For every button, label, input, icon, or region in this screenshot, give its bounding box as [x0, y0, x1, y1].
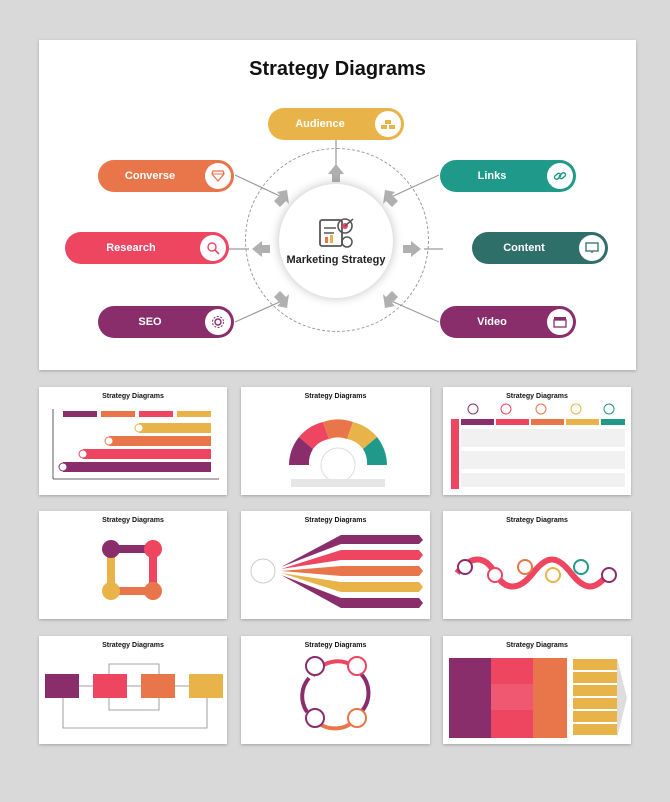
- cycle-square-diagram: [102, 540, 162, 600]
- flow-boxes-diagram: [45, 663, 223, 729]
- bar-arrows-diagram: [52, 409, 219, 480]
- pill-converse[interactable]: Converse: [98, 160, 234, 192]
- pill-label: Research: [106, 242, 156, 254]
- thumbnail-2[interactable]: Strategy Diagrams: [241, 387, 430, 495]
- gem-icon: [205, 163, 231, 189]
- circular-arrows-diagram: [300, 656, 371, 731]
- gold-bars-icon: [375, 111, 401, 137]
- process-table-diagram: [451, 403, 625, 489]
- main-slide[interactable]: Strategy Diagrams: [39, 40, 636, 370]
- dotted-ring: [245, 148, 429, 332]
- pill-label: Content: [503, 242, 545, 254]
- thumbnail-4[interactable]: Strategy Diagrams: [39, 511, 227, 619]
- magnifier-chart-icon: [200, 235, 226, 261]
- semicircle-diagram: [289, 419, 387, 487]
- pill-video[interactable]: Video: [440, 306, 576, 338]
- fan-arrows-diagram: [250, 535, 423, 608]
- thumbnail-1[interactable]: Strategy Diagrams: [39, 387, 227, 495]
- strategy-board-icon: [319, 217, 354, 248]
- link-icon: [547, 163, 573, 189]
- thumbnail-3[interactable]: Strategy Diagrams: [443, 387, 631, 495]
- thumbnail-title: Strategy Diagrams: [506, 517, 568, 524]
- thumbnail-title: Strategy Diagrams: [102, 642, 164, 649]
- thumbnail-title: Strategy Diagrams: [102, 517, 164, 524]
- pill-label: Audience: [295, 118, 345, 130]
- thumbnail-5[interactable]: Strategy Diagrams: [241, 511, 430, 619]
- pill-audience[interactable]: Audience: [268, 108, 404, 140]
- thumbnail-title: Strategy Diagrams: [304, 393, 367, 400]
- seo-gear-icon: [205, 309, 231, 335]
- pill-label: Converse: [124, 170, 176, 182]
- thumbnail-title: Strategy Diagrams: [506, 393, 568, 400]
- thumbnail-7[interactable]: Strategy Diagrams: [39, 636, 227, 744]
- pill-content[interactable]: Content: [472, 232, 608, 264]
- thumbnail-6[interactable]: Strategy Diagrams: [443, 511, 631, 619]
- pill-links[interactable]: Links: [440, 160, 576, 192]
- content-screen-icon: [579, 235, 605, 261]
- thumbnail-title: Strategy Diagrams: [304, 517, 367, 524]
- pill-research[interactable]: Research: [65, 232, 229, 264]
- thumbnail-title: Strategy Diagrams: [102, 393, 164, 400]
- pill-seo[interactable]: SEO: [98, 306, 234, 338]
- thumbnail-title: Strategy Diagrams: [304, 642, 367, 649]
- pill-label: Video: [477, 316, 507, 328]
- clapperboard-icon: [547, 309, 573, 335]
- wave-roadmap-diagram: [454, 556, 617, 590]
- pill-label: SEO: [138, 316, 162, 328]
- pill-label: Links: [477, 170, 507, 182]
- center-hub: Marketing Strategy: [279, 184, 393, 298]
- thumbnail-9[interactable]: Strategy Diagrams: [443, 636, 631, 744]
- thumbnail-title: Strategy Diagrams: [506, 642, 568, 649]
- slide-title: Strategy Diagrams: [249, 58, 426, 80]
- thumbnail-8[interactable]: Strategy Diagrams: [241, 636, 430, 744]
- hierarchy-blocks-diagram: [449, 658, 627, 738]
- center-label: Marketing Strategy: [286, 253, 386, 266]
